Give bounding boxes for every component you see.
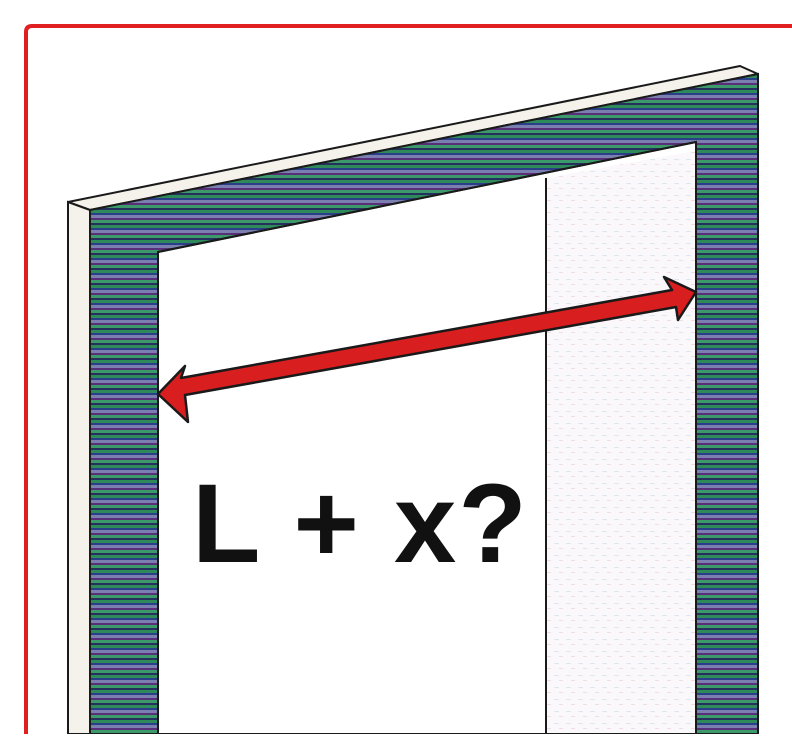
frame-left-face (67, 200, 91, 735)
door-panel (546, 150, 700, 734)
diagram-label: L + x? (192, 461, 529, 586)
opening-shadow-top (157, 141, 697, 253)
outer-border (24, 24, 792, 734)
double-headed-arrow-icon (156, 275, 698, 424)
